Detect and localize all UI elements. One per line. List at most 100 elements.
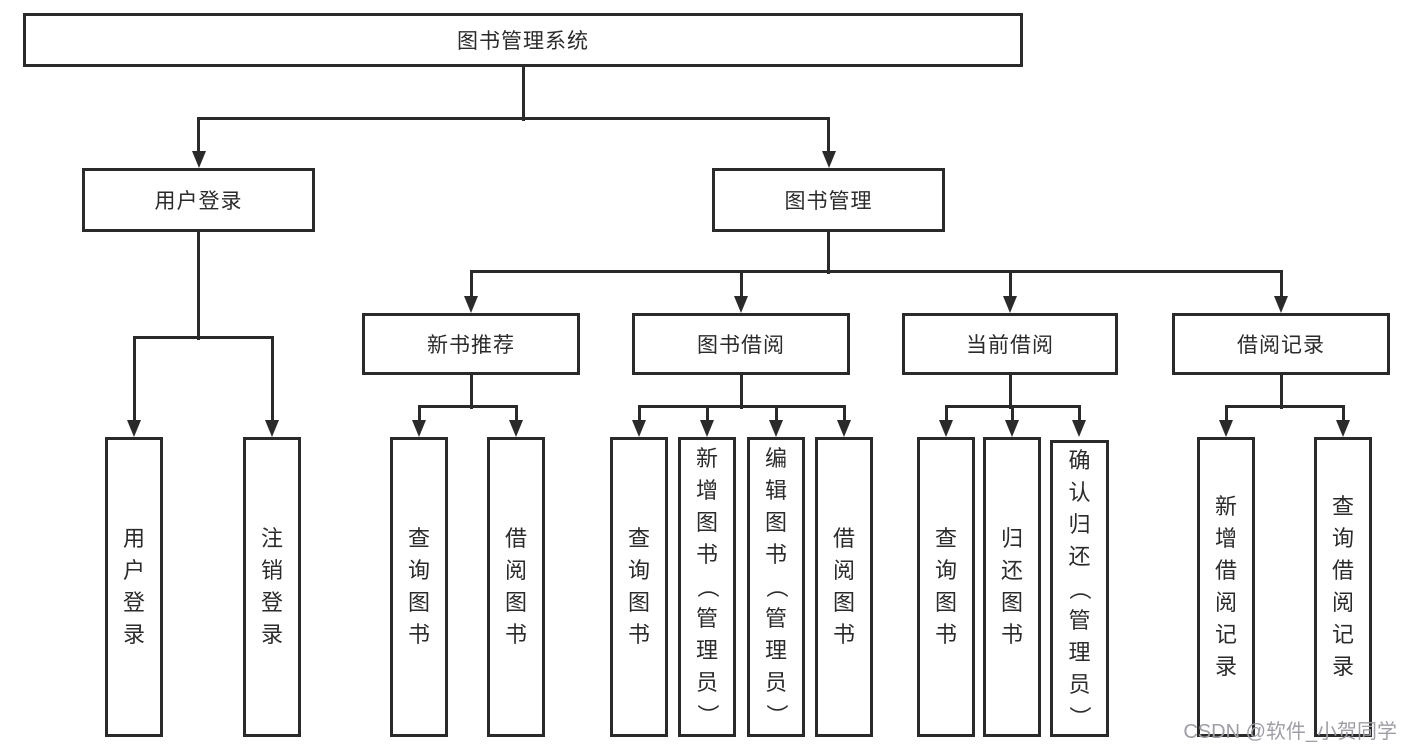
vertical-glyph: 还: [1000, 558, 1023, 583]
connector-line: [1008, 271, 1012, 301]
node-book-borrowing-label: 图书借阅: [697, 334, 785, 357]
vertical-glyph: 理: [764, 638, 787, 663]
connector-line: [1341, 406, 1345, 425]
vertical-glyph: 归: [1000, 526, 1023, 551]
vertical-glyph: 查: [934, 526, 957, 551]
connector-line: [270, 337, 274, 425]
node-leaf-add-books-admin-label: 新增图书（管理员）: [681, 440, 733, 734]
vertical-glyph: 还: [1068, 543, 1091, 569]
node-user-login: 用户登录: [82, 168, 315, 232]
connector-line: [944, 404, 1081, 408]
connector-line: [827, 232, 830, 274]
node-leaf-query-books-recommend: 查询图书: [390, 437, 448, 737]
node-library-management-system-label: 图书管理系统: [457, 30, 589, 53]
vertical-glyph: 借: [504, 526, 527, 551]
vertical-glyph: 理: [695, 638, 718, 663]
node-leaf-edit-books-admin-label: 编辑图书（管理员）: [750, 440, 802, 734]
vertical-glyph: （: [1067, 577, 1093, 600]
connector-line: [1010, 406, 1014, 425]
vertical-glyph: 确: [1068, 447, 1091, 473]
vertical-glyph: 新: [1214, 494, 1237, 519]
vertical-glyph: 图: [1000, 590, 1023, 615]
node-borrowing-records-label: 借阅记录: [1237, 334, 1325, 357]
arrowhead-icon: [509, 420, 523, 437]
connector-line: [132, 337, 136, 425]
vertical-glyph: 员: [764, 670, 787, 695]
connector-line: [197, 118, 200, 155]
vertical-glyph: 注: [260, 526, 283, 551]
node-leaf-confirm-return-admin-label: 确认归还（管理员）: [1053, 443, 1106, 734]
node-book-management: 图书管理: [712, 168, 945, 232]
arrowhead-icon: [939, 420, 953, 437]
vertical-glyph: 用: [122, 526, 145, 551]
connector-line: [842, 406, 846, 425]
vertical-glyph: ）: [1067, 705, 1093, 728]
vertical-glyph: 录: [1331, 654, 1354, 679]
node-leaf-add-borrow-record: 新增借阅记录: [1197, 437, 1255, 737]
vertical-glyph: 管: [695, 606, 718, 631]
node-leaf-borrow-books-borrowing-label: 借阅图书: [818, 440, 870, 734]
vertical-glyph: 理: [1068, 639, 1091, 665]
vertical-glyph: 书: [407, 622, 430, 647]
vertical-glyph: 书: [695, 542, 718, 567]
vertical-glyph: 阅: [832, 558, 855, 583]
connector-line: [469, 269, 1283, 273]
vertical-glyph: （: [763, 575, 789, 599]
vertical-glyph: 录: [260, 622, 283, 647]
connector-line: [827, 118, 830, 155]
vertical-glyph: 阅: [504, 558, 527, 583]
node-new-book-recommend-label: 新书推荐: [427, 334, 515, 357]
node-leaf-logout-login-label: 注销登录: [246, 440, 298, 734]
vertical-glyph: 书: [1000, 622, 1023, 647]
vertical-glyph: 编: [764, 446, 787, 471]
arrowhead-icon: [700, 420, 714, 437]
vertical-glyph: ）: [763, 703, 789, 727]
vertical-glyph: 图: [832, 590, 855, 615]
vertical-glyph: 登: [260, 590, 283, 615]
vertical-glyph: 借: [832, 526, 855, 551]
vertical-glyph: 阅: [1331, 590, 1354, 615]
connector-line: [1279, 375, 1283, 409]
vertical-glyph: 阅: [1214, 590, 1237, 615]
vertical-glyph: 询: [407, 558, 430, 583]
node-leaf-edit-books-admin: 编辑图书（管理员）: [747, 437, 805, 737]
arrowhead-icon: [1005, 420, 1019, 437]
vertical-glyph: 归: [1068, 511, 1091, 537]
vertical-glyph: 借: [1331, 558, 1354, 583]
node-leaf-add-books-admin: 新增图书（管理员）: [678, 437, 736, 737]
arrowhead-icon: [769, 420, 783, 437]
vertical-glyph: 认: [1068, 479, 1091, 505]
vertical-glyph: 图: [764, 510, 787, 535]
node-book-management-label: 图书管理: [784, 190, 873, 213]
connector-line: [1224, 404, 1345, 408]
csdn-watermark: CSDN @软件_小贺同学: [1183, 721, 1397, 743]
arrowhead-icon: [734, 296, 748, 313]
node-leaf-query-books-current-label: 查询图书: [920, 440, 972, 734]
node-leaf-logout-login: 注销登录: [243, 437, 301, 737]
connector-line: [514, 406, 518, 425]
node-leaf-query-books-borrowing-label: 查询图书: [613, 440, 665, 734]
vertical-glyph: 录: [122, 622, 145, 647]
arrowhead-icon: [1274, 296, 1288, 313]
connector-line: [417, 404, 518, 408]
node-leaf-query-books-recommend-label: 查询图书: [393, 440, 445, 734]
vertical-glyph: 借: [1214, 558, 1237, 583]
arrowhead-icon: [412, 420, 426, 437]
vertical-glyph: 查: [1331, 494, 1354, 519]
vertical-glyph: 员: [1068, 671, 1091, 697]
node-leaf-confirm-return-admin: 确认归还（管理员）: [1050, 440, 1109, 737]
vertical-glyph: 图: [504, 590, 527, 615]
node-book-borrowing: 图书借阅: [632, 313, 850, 375]
connector-line: [469, 271, 473, 301]
vertical-glyph: 书: [764, 542, 787, 567]
vertical-glyph: 记: [1214, 622, 1237, 647]
connector-line: [1008, 375, 1012, 409]
arrowhead-icon: [632, 420, 646, 437]
vertical-glyph: 户: [122, 558, 145, 583]
node-leaf-user-login: 用户登录: [105, 437, 163, 737]
connector-line: [132, 335, 274, 339]
arrowhead-icon: [837, 420, 851, 437]
vertical-glyph: 录: [1214, 654, 1237, 679]
node-leaf-return-books: 归还图书: [983, 437, 1041, 737]
